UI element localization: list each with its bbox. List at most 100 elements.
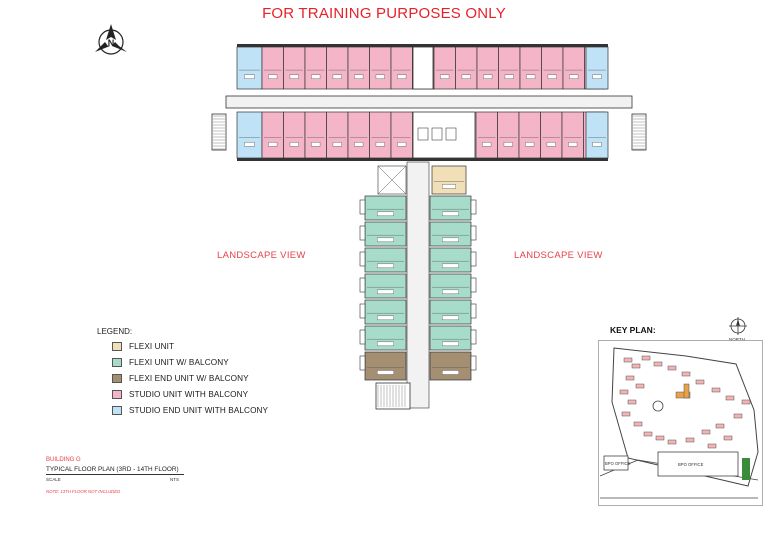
- stair-left: [211, 113, 227, 151]
- studio-end-unit: [236, 46, 263, 90]
- flexi-balcony-unit: [429, 195, 472, 221]
- legend-item-studio-unit: STUDIO UNIT WITH BALCONY: [112, 389, 248, 400]
- studio-unit: [304, 46, 327, 90]
- unit-tag: [461, 74, 471, 79]
- studio-unit: [369, 46, 392, 90]
- flexi-balcony-unit: [364, 247, 407, 273]
- compass-icon: N: [95, 24, 127, 55]
- plan-title: TYPICAL FLOOR PLAN (3RD - 14TH FLOOR): [46, 466, 179, 473]
- unit-tag: [442, 289, 459, 295]
- key-plan-building: [667, 439, 677, 445]
- studio-unit: [261, 46, 284, 90]
- unit-tag: [569, 74, 579, 79]
- balcony: [470, 199, 477, 215]
- unit-tag: [442, 184, 457, 189]
- unit-tag: [332, 142, 342, 147]
- studio-unit: [561, 111, 584, 159]
- flexi-balcony-unit: [429, 325, 472, 351]
- unit-tag: [332, 74, 342, 79]
- balcony: [470, 303, 477, 319]
- training-banner: FOR TRAINING PURPOSES ONLY: [262, 5, 506, 22]
- key-plan-building: [701, 429, 711, 435]
- unit-tag: [440, 74, 450, 79]
- flexi-balcony-unit: [429, 273, 472, 299]
- unit-tag: [442, 211, 459, 217]
- building-label: BUILDING G: [46, 457, 81, 463]
- key-plan-building: [711, 387, 721, 393]
- bpo-office-block: [603, 455, 629, 471]
- unit-tag: [354, 74, 364, 79]
- key-plan-building: [741, 399, 751, 405]
- balcony: [470, 329, 477, 345]
- balcony: [359, 355, 366, 371]
- studio-unit: [390, 111, 413, 159]
- key-plan-building: [695, 379, 705, 385]
- landscape-view-right-label: LANDSCAPE VIEW: [514, 250, 603, 261]
- site-boundary: [611, 347, 759, 487]
- bpo-office-block: [657, 451, 739, 477]
- balcony: [470, 355, 477, 371]
- studio-unit: [475, 111, 498, 159]
- legend-swatch: [112, 374, 122, 383]
- unit-tag: [397, 142, 407, 147]
- key-plan-building: [681, 371, 691, 377]
- flexi-balcony-unit: [364, 221, 407, 247]
- corridor: [225, 95, 633, 109]
- key-plan-building: [633, 421, 643, 427]
- unit-tag: [244, 74, 255, 79]
- studio-unit: [476, 46, 499, 90]
- balcony: [359, 199, 366, 215]
- unit-tag: [592, 142, 602, 147]
- bpo-office-right-label: BPO OFFICE: [678, 462, 704, 467]
- legend-label: STUDIO UNIT WITH BALCONY: [129, 390, 249, 399]
- key-plan-frame: [598, 340, 763, 506]
- flexi-balcony-unit: [364, 273, 407, 299]
- studio-unit: [283, 46, 306, 90]
- unit-tag: [311, 142, 321, 147]
- studio-unit: [283, 111, 306, 159]
- key-plan-building: [625, 375, 635, 381]
- studio-unit: [326, 46, 349, 90]
- unit-tag: [442, 263, 459, 269]
- unit-tag: [503, 142, 513, 147]
- unit-tag: [375, 74, 385, 79]
- key-plan-building-g: [675, 391, 691, 399]
- legend-swatch: [112, 342, 122, 351]
- legend-swatch: [112, 358, 122, 367]
- key-plan-building: [667, 365, 677, 371]
- unit-tag: [377, 315, 394, 321]
- key-plan-building: [623, 357, 633, 363]
- unit-tag: [547, 74, 557, 79]
- key-plan-building: [643, 431, 653, 437]
- bpo-office-left-label: BPO OFFICE: [605, 461, 631, 466]
- legend-swatch: [112, 406, 122, 415]
- balcony: [359, 277, 366, 293]
- key-plan-building: [621, 411, 631, 417]
- studio-unit: [541, 46, 564, 90]
- scale-value: NTS: [170, 477, 179, 482]
- unit-tag: [568, 142, 578, 147]
- unit-tag: [442, 315, 459, 321]
- elevator-shaft: [417, 127, 429, 141]
- studio-unit: [390, 46, 413, 90]
- studio-unit: [455, 46, 478, 90]
- key-plan-building: [627, 399, 637, 405]
- unit-tag: [375, 142, 385, 147]
- unit-tag: [354, 142, 364, 147]
- key-plan-building: [685, 437, 695, 443]
- balcony: [359, 329, 366, 345]
- balcony-strip: [237, 44, 608, 47]
- flexi-balcony-unit: [364, 195, 407, 221]
- vertical-corridor: [406, 161, 430, 409]
- unit-tag: [289, 74, 299, 79]
- balcony-strip: [237, 158, 608, 161]
- flexi-balcony-unit: [429, 221, 472, 247]
- unit-tag: [268, 142, 278, 147]
- flexi-end-unit: [429, 351, 472, 381]
- legend-label: STUDIO END UNIT WITH BALCONY: [129, 406, 269, 415]
- balcony: [470, 251, 477, 267]
- unit-tag: [377, 263, 394, 269]
- unit-tag: [377, 341, 394, 347]
- key-plan-title: KEY PLAN:: [610, 325, 656, 335]
- legend-item-flexi-unit-balcony: FLEXI UNIT W/ BALCONY: [112, 357, 229, 368]
